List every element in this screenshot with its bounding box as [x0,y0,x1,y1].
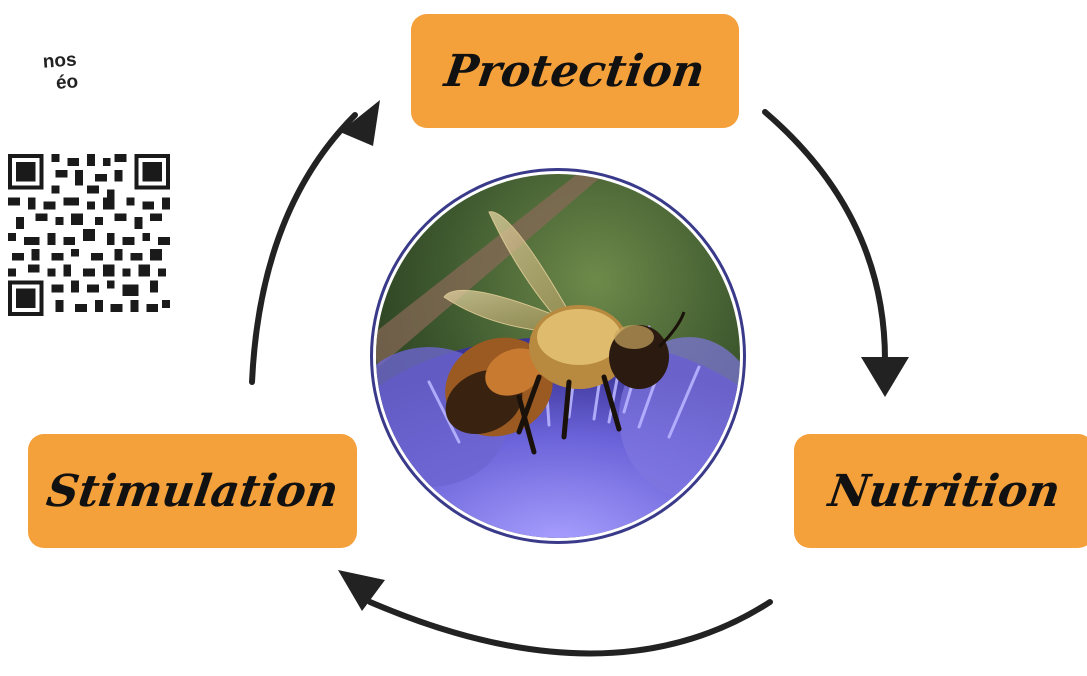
stage-stimulation-label: Stimulation [43,465,342,517]
arrow-stimulation-to-protection [249,112,358,385]
stage-nutrition-label: Nutrition [825,465,1063,517]
arrowhead-stimulation [338,570,385,611]
arrowhead-nutrition [861,357,909,397]
arrow-nutrition-to-stimulation [367,599,773,657]
bee-on-flower-photo [370,168,746,544]
arrowhead-protection [340,100,380,146]
stage-protection: Protection [411,14,739,128]
stage-nutrition: Nutrition [794,434,1087,548]
stage-protection-label: Protection [441,45,709,97]
stage-stimulation: Stimulation [28,434,357,548]
qr-code-icon[interactable] [8,153,170,317]
arrow-protection-to-nutrition [762,109,888,363]
